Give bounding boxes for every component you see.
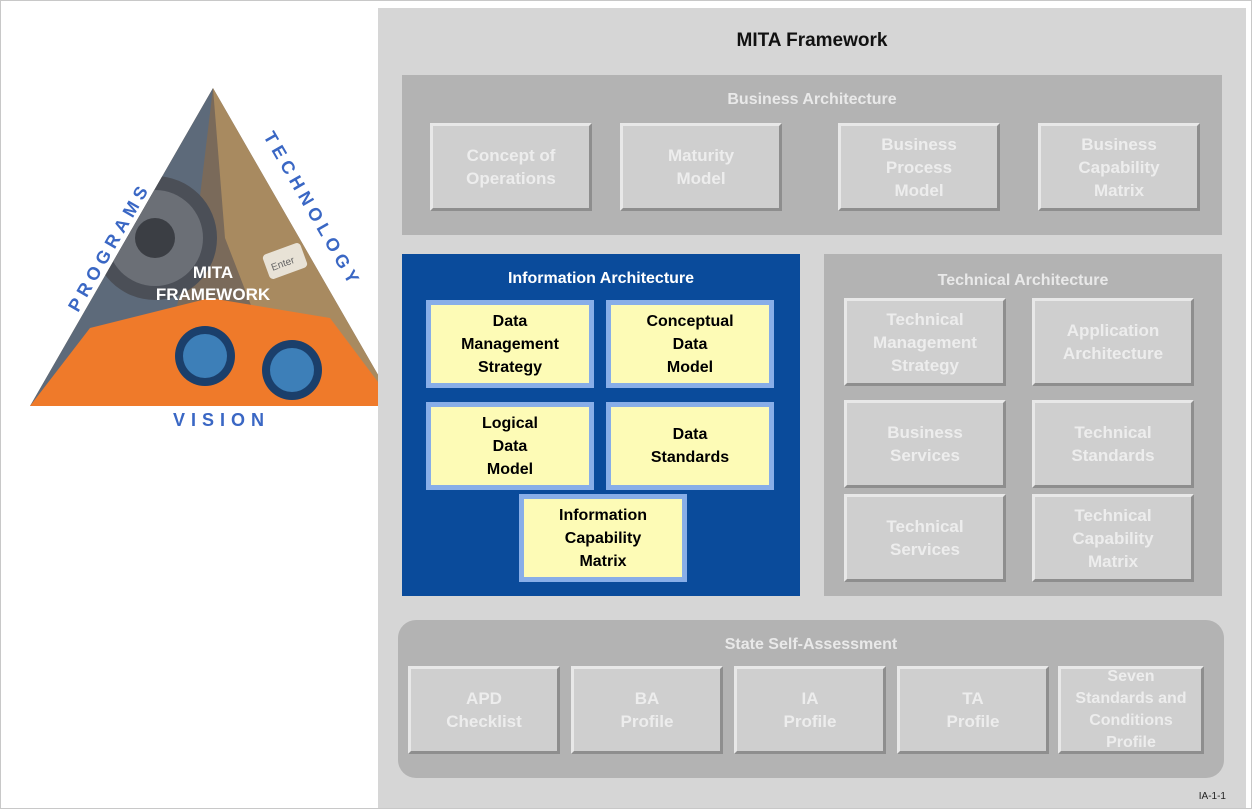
framework-title: MITA Framework [736, 30, 888, 51]
logo-vision-label: VISION [173, 410, 271, 430]
technical-architecture-title: Technical Architecture [937, 272, 1109, 289]
ia-profile-box: IA Profile [734, 666, 886, 754]
logical-data-model-box: Logical Data Model [426, 402, 594, 490]
seven-standards-conditions-profile-box: Seven Standards and Conditions Profile [1058, 666, 1204, 754]
enter-key-icon [262, 243, 308, 279]
information-capability-matrix-box: Information Capability Matrix [519, 494, 687, 582]
gear-icon-small [91, 124, 159, 192]
technical-services-box: Technical Services [844, 494, 1006, 582]
information-architecture-title: Information Architecture [507, 270, 695, 287]
technical-standards-box: Technical Standards [1032, 400, 1194, 488]
keyboard-panel-right [213, 88, 396, 406]
application-architecture-box: Application Architecture [1032, 298, 1194, 386]
business-process-model-box: Business Process Model [838, 123, 1000, 211]
conceptual-data-model-box: Conceptual Data Model [606, 300, 774, 388]
state-self-assessment-panel: State Self-Assessment APD Checklist BA P… [398, 620, 1224, 778]
logo-center-line1: MITA [193, 263, 233, 282]
technical-architecture-panel: Technical Architecture Technical Managem… [824, 254, 1222, 596]
data-standards-box: Data Standards [606, 402, 774, 490]
ba-profile-box: BA Profile [571, 666, 723, 754]
mita-logo: Enter MITA FRAMEWORK PROGRAMS TECHNOLOGY [30, 88, 396, 406]
logo-center-line2: FRAMEWORK [156, 285, 271, 304]
information-architecture-panel: Information Architecture Data Management… [402, 254, 800, 596]
technical-management-strategy-box: Technical Management Strategy [844, 298, 1006, 386]
mita-framework-panel: MITA Framework Business Architecture Con… [378, 8, 1246, 808]
business-services-box: Business Services [844, 400, 1006, 488]
state-self-assessment-title: State Self-Assessment [724, 636, 898, 653]
figure-code: IA-1-1 [1198, 791, 1226, 802]
concept-of-operations-box: Concept of Operations [430, 123, 592, 211]
maturity-model-box: Maturity Model [620, 123, 782, 211]
business-capability-matrix-box: Business Capability Matrix [1038, 123, 1200, 211]
ta-profile-box: TA Profile [897, 666, 1049, 754]
data-management-strategy-box: Data Management Strategy [426, 300, 594, 388]
business-architecture-panel: Business Architecture Concept of Operati… [402, 75, 1222, 235]
business-architecture-title: Business Architecture [727, 91, 897, 108]
apd-checklist-box: APD Checklist [408, 666, 560, 754]
technical-capability-matrix-box: Technical Capability Matrix [1032, 494, 1194, 582]
